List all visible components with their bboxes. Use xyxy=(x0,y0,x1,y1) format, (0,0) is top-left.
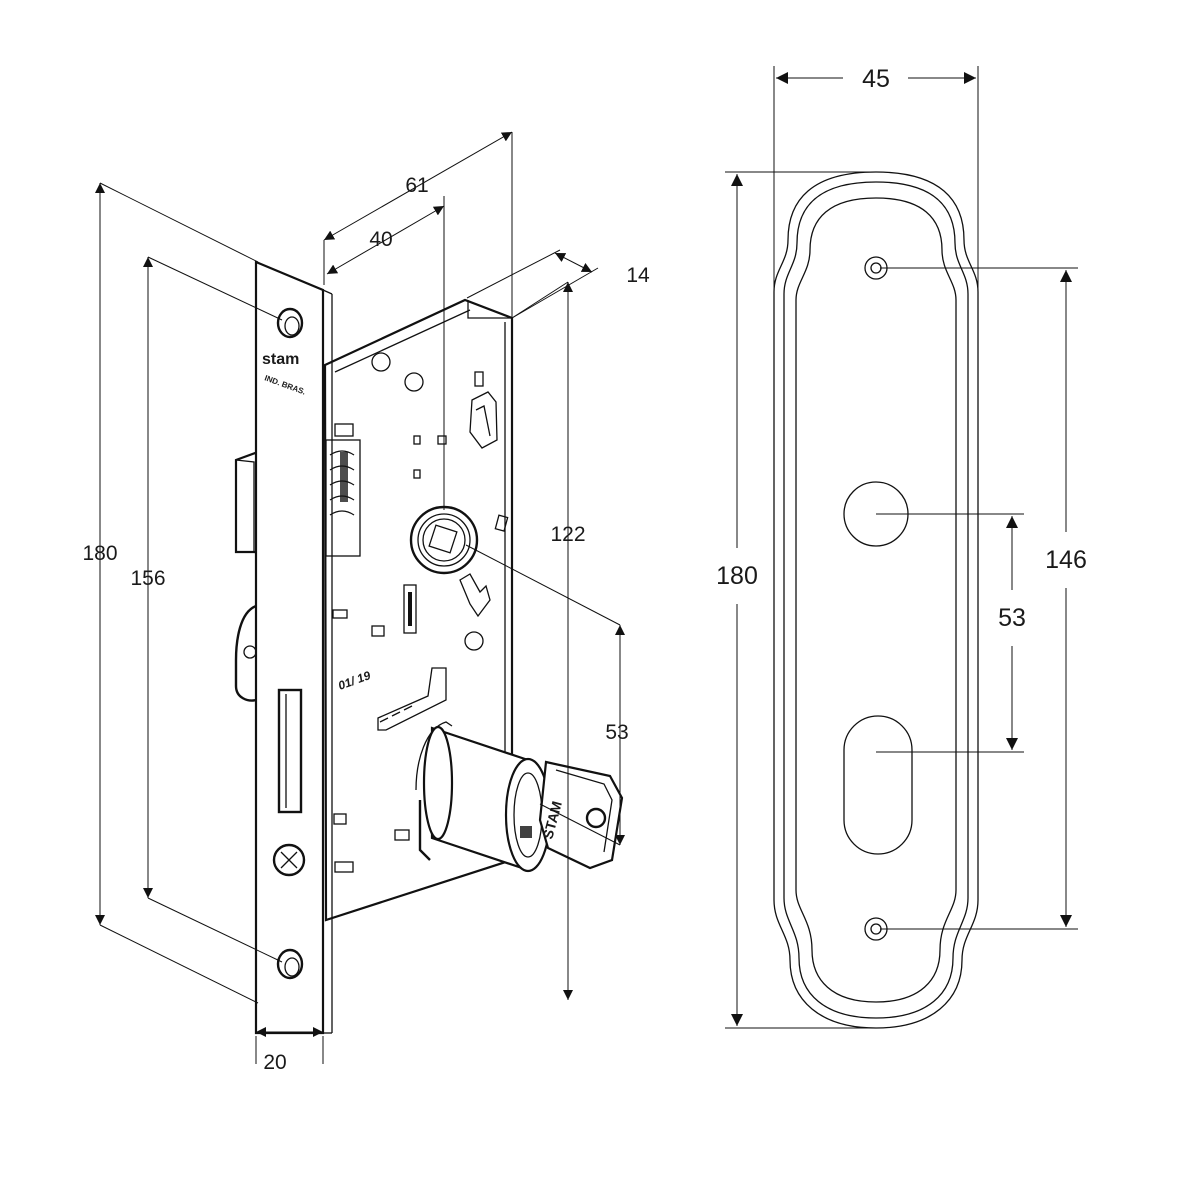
dim-handle-to-cylinder: 53 xyxy=(605,721,628,744)
escutcheon-outline-outer xyxy=(773,171,979,1029)
cylinder xyxy=(415,721,552,873)
mortise-lock-illustration: 01/ 19 xyxy=(82,131,650,1074)
faceplate-screw-hole-top xyxy=(276,307,304,339)
dim-escutcheon-screw-spacing: 146 xyxy=(1045,546,1087,574)
dim-lock-screw-spacing: 156 xyxy=(130,567,165,590)
escutcheon-outline-inner xyxy=(795,197,957,1003)
faceplate-screw xyxy=(272,843,306,877)
key: STAM xyxy=(538,760,624,870)
dim-backset-depth: 61 xyxy=(405,174,428,197)
escutcheon-dimension-lines xyxy=(725,66,1078,1029)
dim-escutcheon-width: 45 xyxy=(862,65,890,93)
escutcheon-plate-illustration: 45 180 146 53 xyxy=(716,65,1087,1029)
lock-dimension-lines xyxy=(95,131,625,1064)
dim-faceplate-width: 20 xyxy=(263,1051,286,1074)
dim-case-height: 122 xyxy=(550,523,585,546)
spindle-hub xyxy=(409,505,479,575)
escutcheon-keyhole-slot xyxy=(843,715,913,855)
dim-escutcheon-height: 180 xyxy=(716,562,758,590)
faceplate-brand: stam xyxy=(262,351,299,368)
faceplate-screw-hole-bottom xyxy=(276,948,304,980)
dim-handle-to-keyhole: 53 xyxy=(998,604,1026,632)
faceplate: stam IND. BRAS. xyxy=(254,260,333,1035)
dim-handle-center: 40 xyxy=(369,228,392,251)
latch-spring xyxy=(325,439,361,557)
escutcheon-outline-middle xyxy=(783,181,969,1019)
dim-case-thickness: 14 xyxy=(626,264,650,287)
dim-lock-height: 180 xyxy=(82,542,117,565)
